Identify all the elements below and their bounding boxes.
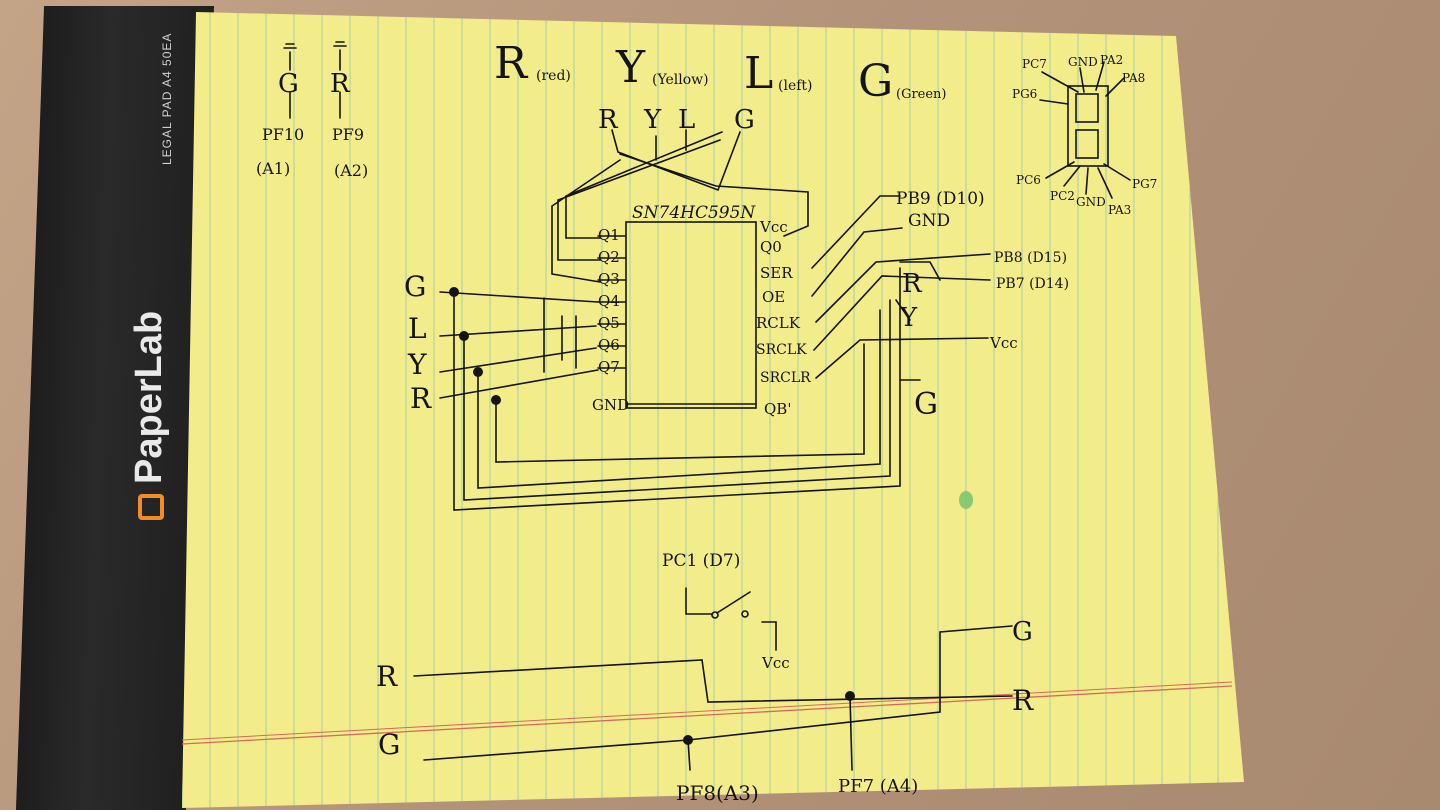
chip-pin-q2: Q2: [598, 248, 620, 266]
label-vcc: Vcc: [989, 334, 1018, 352]
legend-g-desc: (Green): [896, 87, 947, 102]
chip-input-g: G: [734, 105, 755, 135]
chip-pin-vcc: Vcc: [759, 218, 788, 236]
legend-l-desc: (left): [778, 78, 813, 94]
chip-pin-q4: Q4: [598, 292, 620, 310]
chip-pin-srclk: SRCLK: [756, 342, 807, 358]
seg-pin-pa8: PA8: [1122, 71, 1145, 85]
chip-name: SN74HC595N: [632, 203, 756, 223]
label-pb9: PB9 (D10): [896, 189, 985, 209]
right-led-y: Y: [899, 303, 918, 333]
seg-pin-pg6: PG6: [1012, 87, 1037, 101]
chip-input-l: L: [678, 105, 695, 135]
left-led-g: G: [404, 270, 426, 303]
bottom-pin-a4: PF7 (A4): [838, 776, 918, 797]
switch-vcc: Vcc: [761, 654, 790, 672]
green-ink-spot: [959, 491, 973, 509]
bottom-pin-a3: PF8(A3): [676, 781, 759, 805]
margin-line-red-2: [181, 681, 1233, 741]
seven-seg-display: [1067, 85, 1109, 167]
top-led-r: R: [330, 69, 351, 99]
chip-pin-rclk: RCLK: [756, 314, 801, 332]
margin-line-red: [181, 685, 1233, 745]
top-led-g-alt: (A1): [256, 159, 290, 178]
legend-r-desc: (red): [536, 68, 571, 84]
chip-pin-q6: Q6: [598, 336, 620, 354]
bottom-r-left: R: [376, 660, 398, 693]
seg-pin-pa2: PA2: [1100, 53, 1123, 67]
chip-input-y: Y: [643, 105, 662, 135]
chip-pin-gnd: GND: [592, 396, 629, 414]
right-led-g: G: [914, 387, 938, 422]
chip-pin-q0: Q0: [760, 238, 782, 256]
legend-g: G: [858, 56, 893, 107]
chip-pin-qb: QB': [764, 400, 791, 418]
bottom-r-right: R: [1012, 684, 1034, 717]
bottom-g-left: G: [378, 728, 400, 761]
top-led-r-pin: PF9: [332, 125, 364, 144]
legend-r: R: [494, 38, 529, 89]
chip-pin-q3: Q3: [598, 270, 620, 288]
switch-label: PC1 (D7): [662, 551, 740, 571]
seg-pin-pc7: PC7: [1022, 57, 1047, 71]
top-led-r-alt: (A2): [334, 161, 368, 180]
paper-rules: [182, 12, 1244, 808]
label-pb7: PB7 (D14): [996, 276, 1069, 292]
seg-pin-pa3: PA3: [1108, 203, 1131, 217]
seg-pin-gnd-bottom: GND: [1076, 195, 1106, 209]
seg-pin-gnd-top: GND: [1068, 55, 1098, 69]
chip-pin-q7: Q7: [598, 358, 620, 376]
chip-pin-q5: Q5: [598, 314, 620, 332]
top-led-g: G: [278, 69, 299, 99]
label-gnd: GND: [908, 211, 950, 231]
left-led-y: Y: [407, 348, 427, 381]
chip-pin-q1: Q1: [598, 226, 620, 244]
seg-pin-pc6: PC6: [1016, 173, 1041, 187]
top-led-g-pin: PF10: [262, 125, 304, 144]
chip-pin-oe: OE: [762, 288, 785, 306]
chip-body: [625, 221, 757, 409]
chip-input-r: R: [598, 105, 619, 135]
chip-pin-srclr: SRCLR: [760, 370, 811, 386]
left-led-r: R: [410, 382, 432, 415]
right-led-r: R: [902, 269, 923, 299]
legend-y: Y: [615, 42, 646, 93]
legend-l: L: [744, 48, 773, 99]
chip-pin-ser: SER: [760, 264, 793, 282]
legend-y-desc: (Yellow): [652, 72, 709, 88]
left-led-l: L: [408, 312, 427, 345]
seg-pin-pc2: PC2: [1050, 189, 1075, 203]
seg-pin-pg7: PG7: [1132, 177, 1157, 191]
label-pb8: PB8 (D15): [994, 250, 1067, 266]
bottom-g-right: G: [1012, 617, 1033, 647]
